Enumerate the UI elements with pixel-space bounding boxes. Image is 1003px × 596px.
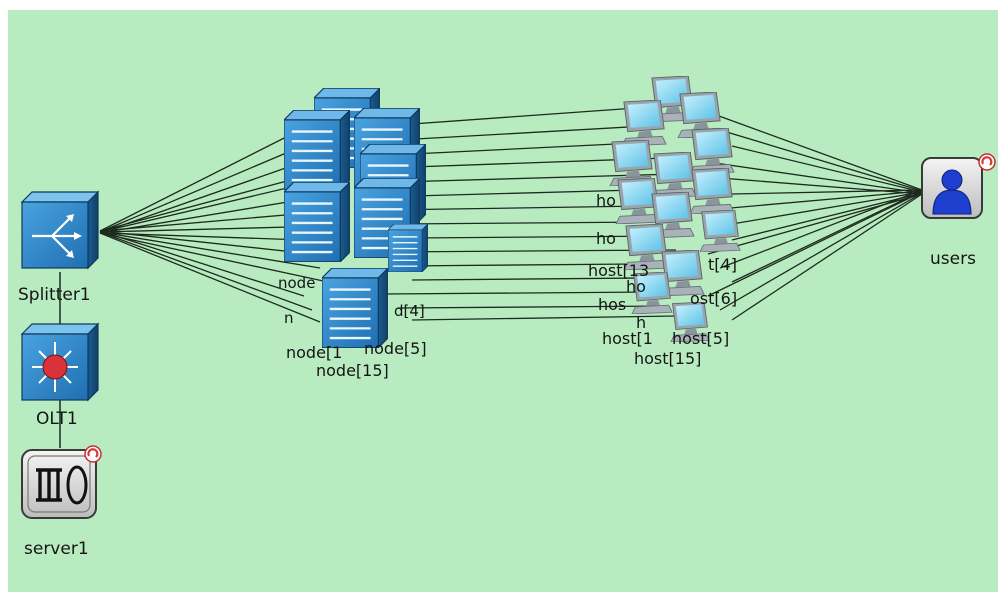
node-rack-icon[interactable] <box>388 224 428 272</box>
host-monitor-icon[interactable] <box>651 152 697 198</box>
host-monitor-icon[interactable] <box>621 100 667 146</box>
link-line <box>99 230 305 297</box>
users-label: users <box>930 249 976 269</box>
link-line <box>397 125 647 141</box>
server-device[interactable]: server1 <box>21 445 102 559</box>
link-line <box>99 230 313 255</box>
link-line <box>719 191 923 227</box>
link-line <box>383 249 677 253</box>
link-line <box>707 190 923 211</box>
link-line <box>99 127 305 232</box>
link-line <box>99 232 329 283</box>
link-line <box>731 145 923 193</box>
network-diagram: node d[4] n node[1 node[5] node[15] ho h… <box>18 76 996 559</box>
host-cluster: ho ho host[13 t[4] ho hos ost[6] h host[… <box>588 76 741 368</box>
olt-hub-icon <box>20 322 100 402</box>
link-line <box>99 231 321 269</box>
link-line <box>707 191 923 297</box>
link-line <box>731 189 923 195</box>
host-label: ost[6] <box>690 289 737 308</box>
node-rack-icon[interactable] <box>284 110 350 190</box>
network-canvas: node d[4] n node[1 node[5] node[15] ho h… <box>8 10 998 592</box>
link-line <box>731 190 923 283</box>
link-line <box>383 291 657 295</box>
link-line <box>99 211 321 232</box>
host-label: host[13 <box>588 261 649 280</box>
node-label: node[1 <box>286 343 342 362</box>
link-line <box>397 263 637 267</box>
link-line <box>397 305 667 309</box>
host-label: ho <box>596 229 616 248</box>
link-line <box>731 192 923 241</box>
host-label: host[15] <box>634 349 701 368</box>
node-label: d[4] <box>394 302 425 320</box>
olt-label: OLT1 <box>36 409 78 429</box>
link-line <box>411 277 647 281</box>
user-group-icon <box>921 153 996 219</box>
link-line <box>719 129 923 192</box>
optical-splitter-icon <box>20 190 100 270</box>
host-label: hos <box>598 295 626 314</box>
node-label: node <box>278 274 315 292</box>
link-line <box>99 183 305 233</box>
link-line <box>731 193 923 321</box>
users-device[interactable]: users <box>921 153 996 269</box>
splitter-device[interactable]: Splitter1 <box>18 190 100 305</box>
link-line <box>719 189 923 269</box>
network-links <box>99 107 923 323</box>
link-line <box>99 155 321 234</box>
node-label: node[15] <box>316 361 389 380</box>
host-label: host[1 <box>602 329 653 348</box>
link-line <box>99 232 321 323</box>
server-label: server1 <box>24 539 89 559</box>
node-cluster: node d[4] n node[1 node[5] node[15] <box>278 88 428 380</box>
host-monitor-icon[interactable] <box>689 168 735 214</box>
splitter-label: Splitter1 <box>18 285 91 305</box>
link-line <box>99 197 313 234</box>
host-monitor-icon[interactable] <box>689 128 735 174</box>
node-rack-icon[interactable] <box>322 268 388 348</box>
link-line <box>411 189 637 197</box>
host-label: ho <box>596 191 616 210</box>
host-monitor-icon[interactable] <box>699 210 741 252</box>
host-label: host[5] <box>672 329 729 348</box>
link-line <box>411 235 667 239</box>
link-line <box>99 141 313 233</box>
node-label: node[5] <box>364 339 427 358</box>
link-line <box>383 107 637 127</box>
server-icon <box>21 445 102 519</box>
host-label: h <box>636 313 646 332</box>
node-rack-icon[interactable] <box>284 182 350 262</box>
link-line <box>383 205 647 211</box>
link-line <box>99 231 313 311</box>
link-line <box>707 161 923 194</box>
link-line <box>397 221 657 225</box>
link-line <box>707 111 923 191</box>
link-line <box>411 315 677 321</box>
link-line <box>719 192 923 311</box>
host-label: t[4] <box>708 255 737 274</box>
host-label: ho <box>626 277 646 296</box>
node-label: n <box>284 309 294 327</box>
olt-device[interactable]: OLT1 <box>20 322 100 429</box>
